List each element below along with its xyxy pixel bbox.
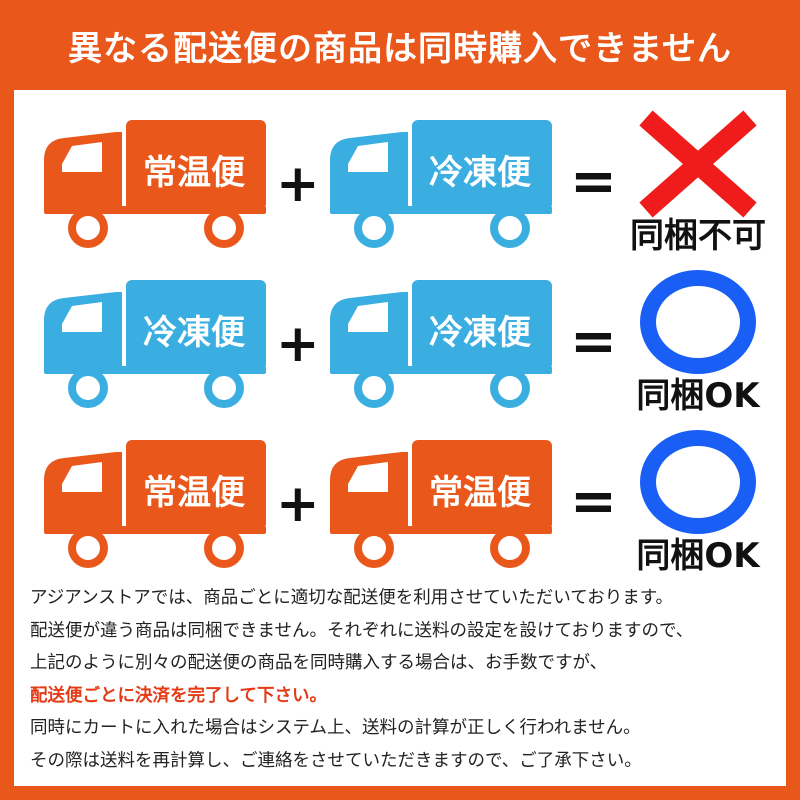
truck-icon (44, 440, 266, 568)
truck-label: 冷凍便 (429, 312, 531, 353)
cross-icon (639, 110, 757, 218)
combo-row-2: 冷凍便 + 冷凍便 = 同梱OK (14, 270, 786, 420)
notice-line: その際は送料を再計算し、ご連絡をさせていただきますので、ご了承下さい。 (30, 750, 642, 771)
combo-row-3: 常温便 + 常温便 = 同梱OK (14, 430, 786, 580)
banner-title: 異なる配送便の商品は同時購入できません (68, 28, 732, 69)
truck-label: 常温便 (143, 152, 245, 193)
combo-row-1: 常温便 + 冷凍便 = 同梱不可 (14, 110, 786, 260)
notice-line-emphasis: 配送便ごとに決済を完了して下さい。 (30, 685, 327, 706)
notice-line: 配送便が違う商品は同梱できません。それぞれに送料の設定を設けておりますので、 (30, 620, 694, 641)
content-panel: 常温便 + 冷凍便 = 同梱不可 (14, 90, 786, 786)
truck-frozen: 冷凍便 (322, 270, 552, 410)
truck-icon (330, 440, 552, 568)
equals-sign: = (570, 149, 617, 214)
result-label: 同梱OK (636, 376, 760, 416)
truck-normal: 常温便 (322, 430, 552, 570)
truck-icon (44, 280, 266, 408)
truck-label: 冷凍便 (143, 312, 245, 353)
truck-normal: 常温便 (36, 430, 266, 570)
truck-frozen: 冷凍便 (322, 110, 552, 250)
plus-sign: + (276, 154, 320, 214)
result-ok: 同梱OK (618, 270, 778, 420)
notice-line: アジアンストアでは、商品ごとに適切な配送便を利用させていただいております。 (30, 588, 673, 608)
banner: 異なる配送便の商品は同時購入できません (0, 0, 800, 90)
circle-icon (640, 430, 756, 534)
result-label: 同梱OK (636, 536, 760, 576)
truck-icon (44, 120, 266, 248)
truck-icon (330, 280, 552, 408)
notice-line: 上記のように別々の配送便の商品を同時購入する場合は、お手数ですが、 (30, 653, 608, 673)
truck-frozen: 冷凍便 (36, 270, 266, 410)
truck-label: 冷凍便 (429, 152, 531, 193)
equals-sign: = (570, 469, 617, 534)
result-ng: 同梱不可 (618, 110, 778, 260)
truck-label: 常温便 (429, 472, 531, 513)
truck-label: 常温便 (143, 472, 245, 513)
plus-sign: + (276, 314, 320, 374)
truck-icon (330, 120, 552, 248)
truck-normal: 常温便 (36, 110, 266, 250)
notice-line: 同時にカートに入れた場合はシステム上、送料の計算が正しく行われません。 (30, 718, 641, 738)
circle-icon (640, 270, 756, 374)
notice-text: アジアンストアでは、商品ごとに適切な配送便を利用させていただいております。 配送… (30, 582, 780, 777)
result-ok: 同梱OK (618, 430, 778, 580)
plus-sign: + (276, 474, 320, 534)
equals-sign: = (570, 309, 617, 374)
result-label: 同梱不可 (630, 216, 766, 256)
